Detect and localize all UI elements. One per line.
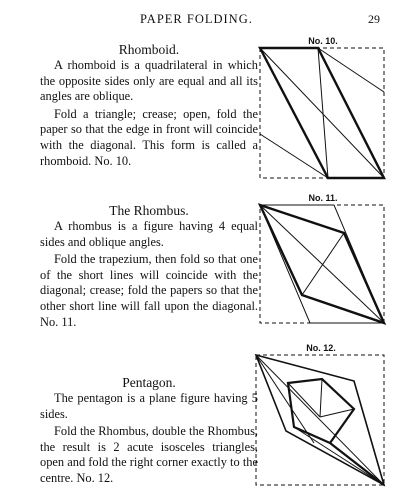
paragraph: A rhomboid is a quadrilateral in which t… <box>40 58 258 104</box>
paragraph: Fold the trapezium, then fold so that on… <box>40 252 258 329</box>
rhombus-diagram <box>258 203 387 326</box>
section-rhombus: The Rhombus. A rhombus is a figure havin… <box>40 203 258 330</box>
section-rhomboid: Rhomboid. A rhomboid is a quadrilateral … <box>40 42 258 169</box>
section-title: The Rhombus. <box>109 203 189 218</box>
running-header: PAPER FOLDING. 29 <box>0 2 400 26</box>
figure-label: No. 12. <box>306 343 336 353</box>
section-title: Pentagon. <box>122 375 176 390</box>
paragraph: The pentagon is a plane figure having 5 … <box>40 391 258 421</box>
running-title: PAPER FOLDING. <box>140 12 253 26</box>
figure-no-12: No. 12. <box>254 343 388 488</box>
rhomboid-diagram <box>258 46 386 180</box>
paragraph: Fold the Rhombus, double the Rhombus, th… <box>40 424 258 485</box>
paragraph: A rhombus is a figure having 4 equal sid… <box>40 219 258 249</box>
pentagon-diagram <box>254 353 386 487</box>
section-pentagon: Pentagon. The pentagon is a plane figure… <box>40 375 258 487</box>
figure-label: No. 10. <box>308 36 338 46</box>
section-title: Rhomboid. <box>118 42 180 57</box>
figure-no-11: No. 11. <box>258 193 388 327</box>
page-number: 29 <box>368 12 380 26</box>
figure-label: No. 11. <box>308 193 338 203</box>
figure-no-10: No. 10. <box>258 36 388 182</box>
paragraph: Fold a triangle; crease; open, fold the … <box>40 106 258 168</box>
